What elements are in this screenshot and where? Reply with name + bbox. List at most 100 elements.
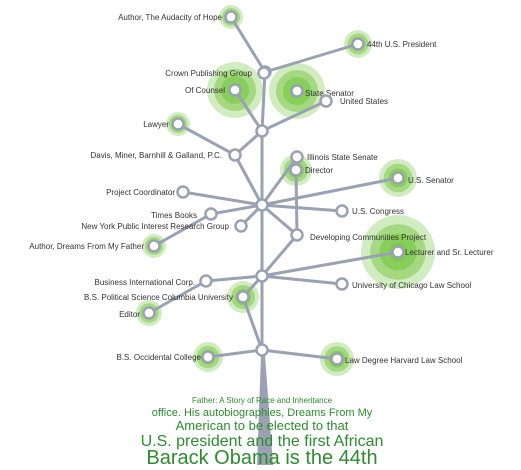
junction-node[interactable]	[255, 269, 269, 283]
node-timesbooks[interactable]: Times Books	[151, 207, 218, 221]
branch-j4-counsel	[233, 88, 264, 133]
branch-davis-lawyer	[176, 122, 237, 157]
node-layer: Author, The Audacity of Hope 44th U.S. Pr…	[29, 10, 494, 366]
node-marker[interactable]	[391, 245, 405, 259]
node-marker[interactable]	[330, 352, 344, 366]
node-uchicago[interactable]: University of Chicago Law School	[335, 277, 472, 291]
node-marker[interactable]	[290, 84, 304, 98]
node-label: U.S. Congress	[352, 207, 404, 216]
branch-j5-president44	[263, 42, 360, 74]
node-counsel[interactable]: Of Counsel	[185, 83, 242, 97]
branch-j3-timesbooks	[209, 203, 264, 216]
node-president44[interactable]: 44th U.S. President	[351, 37, 438, 51]
node-marker[interactable]	[290, 228, 304, 242]
node-label: Author, The Audacity of Hope	[118, 13, 222, 22]
biography-line-4: office. His autobiographies, Dreams From…	[152, 407, 373, 419]
node-label: Lecturer and Sr. Lecturer	[405, 248, 494, 257]
node-marker[interactable]	[199, 274, 213, 288]
branch-director-dcp	[294, 168, 299, 237]
branch-j3-uscongress	[260, 203, 344, 213]
node-marker[interactable]	[335, 204, 349, 218]
node-nypirg[interactable]: New York Public Interest Research Group	[81, 219, 248, 233]
biography: Father: A Story of Race and Inheritance …	[141, 396, 384, 469]
node-marker[interactable]	[234, 219, 248, 233]
node-label: United States	[340, 97, 388, 106]
node-label: 44th U.S. President	[367, 40, 437, 49]
node-marker[interactable]	[391, 171, 405, 185]
node-lecturer[interactable]: Lecturer and Sr. Lecturer	[391, 245, 494, 259]
node-label: Lawyer	[143, 120, 169, 129]
node-label: Crown Publishing Group	[165, 69, 252, 78]
node-marker[interactable]	[142, 306, 156, 320]
node-label: Times Books	[151, 211, 197, 220]
node-director[interactable]: Director	[289, 163, 334, 177]
node-statesenator[interactable]: State Senator	[290, 84, 355, 99]
node-marker[interactable]	[228, 148, 242, 162]
junction-node[interactable]	[255, 124, 269, 138]
node-audacity[interactable]: Author, The Audacity of Hope	[118, 10, 238, 24]
node-label: Editor	[119, 310, 140, 319]
node-label: Illinois State Senate	[307, 153, 378, 162]
branch-j2-bic	[204, 274, 264, 283]
branch-bic-editor	[147, 279, 208, 315]
node-marker[interactable]	[335, 277, 349, 291]
node-ilsenate[interactable]: Illinois State Senate	[290, 150, 379, 164]
node-marker[interactable]	[228, 83, 242, 97]
node-label: Author, Dreams From My Father	[29, 242, 144, 251]
node-label: U.S. Senator	[408, 176, 454, 185]
node-marker[interactable]	[319, 94, 333, 108]
biography-line-5: Father: A Story of Race and Inheritance	[192, 396, 333, 405]
node-projcoord[interactable]: Project Coordinator	[106, 185, 190, 199]
node-marker[interactable]	[224, 10, 238, 24]
node-marker[interactable]	[289, 163, 303, 177]
branch-dcp-j2	[260, 233, 299, 278]
biography-line-1: Barack Obama is the 44th	[146, 447, 377, 469]
node-dreams[interactable]: Author, Dreams From My Father	[29, 239, 161, 253]
junction-node[interactable]	[255, 343, 269, 357]
branch-timesbooks-dreams	[152, 212, 213, 248]
node-label: Davis, Miner, Barnhill & Galland, P.C.	[91, 151, 222, 160]
node-bic[interactable]: Business International Corp.	[95, 274, 213, 288]
node-dcp[interactable]: Developing Communities Project	[290, 228, 427, 243]
node-label: State Senator	[305, 89, 354, 98]
node-label: Business International Corp.	[95, 278, 196, 287]
branch-j2-lecturer	[260, 250, 400, 278]
node-marker[interactable]	[351, 37, 365, 51]
tree-trunk	[257, 355, 273, 465]
branch-j4-unitedstates	[260, 99, 328, 133]
node-marker[interactable]	[236, 290, 250, 304]
node-lawyer[interactable]: Lawyer	[143, 117, 185, 131]
node-marker[interactable]	[204, 207, 218, 221]
node-marker[interactable]	[176, 185, 190, 199]
node-label: B.S. Occidental College	[117, 353, 202, 362]
node-label: Of Counsel	[185, 86, 225, 95]
node-harvard[interactable]: Law Degree Harvard Law School	[330, 352, 463, 366]
node-uscongress[interactable]: U.S. Congress	[335, 204, 405, 218]
node-label: University of Chicago Law School	[352, 281, 471, 290]
node-label: Project Coordinator	[106, 188, 175, 197]
node-davis[interactable]: Davis, Miner, Barnhill & Galland, P.C.	[91, 148, 242, 162]
branch-j1-bscolumbia	[241, 295, 264, 352]
node-marker[interactable]	[171, 117, 185, 131]
node-label: New York Public Interest Research Group	[81, 222, 229, 231]
branch-j3-projcoord	[181, 190, 264, 207]
node-ussenator[interactable]: U.S. Senator	[391, 171, 455, 186]
branch-j1-occidental	[206, 348, 264, 359]
node-marker[interactable]	[147, 239, 161, 253]
branch-j2-uchicago	[260, 274, 344, 286]
branch-j1-harvard	[260, 348, 339, 361]
node-unitedstates[interactable]: United States	[319, 94, 389, 108]
node-marker[interactable]	[201, 350, 215, 364]
biography-line-2: U.S. president and the first African	[141, 433, 384, 450]
branch-j5-audacity	[229, 15, 267, 74]
node-label: Director	[305, 166, 333, 175]
branch-j4-j5	[260, 70, 267, 133]
node-crown[interactable]: Crown Publishing Group	[165, 66, 271, 80]
node-editor[interactable]: Editor	[119, 306, 156, 320]
junction-node[interactable]	[255, 198, 269, 212]
node-bscolumbia[interactable]: B.S. Political Science Columbia Universi…	[84, 290, 250, 304]
node-marker[interactable]	[290, 150, 304, 164]
node-marker[interactable]	[257, 66, 271, 80]
node-occidental[interactable]: B.S. Occidental College	[117, 350, 215, 364]
